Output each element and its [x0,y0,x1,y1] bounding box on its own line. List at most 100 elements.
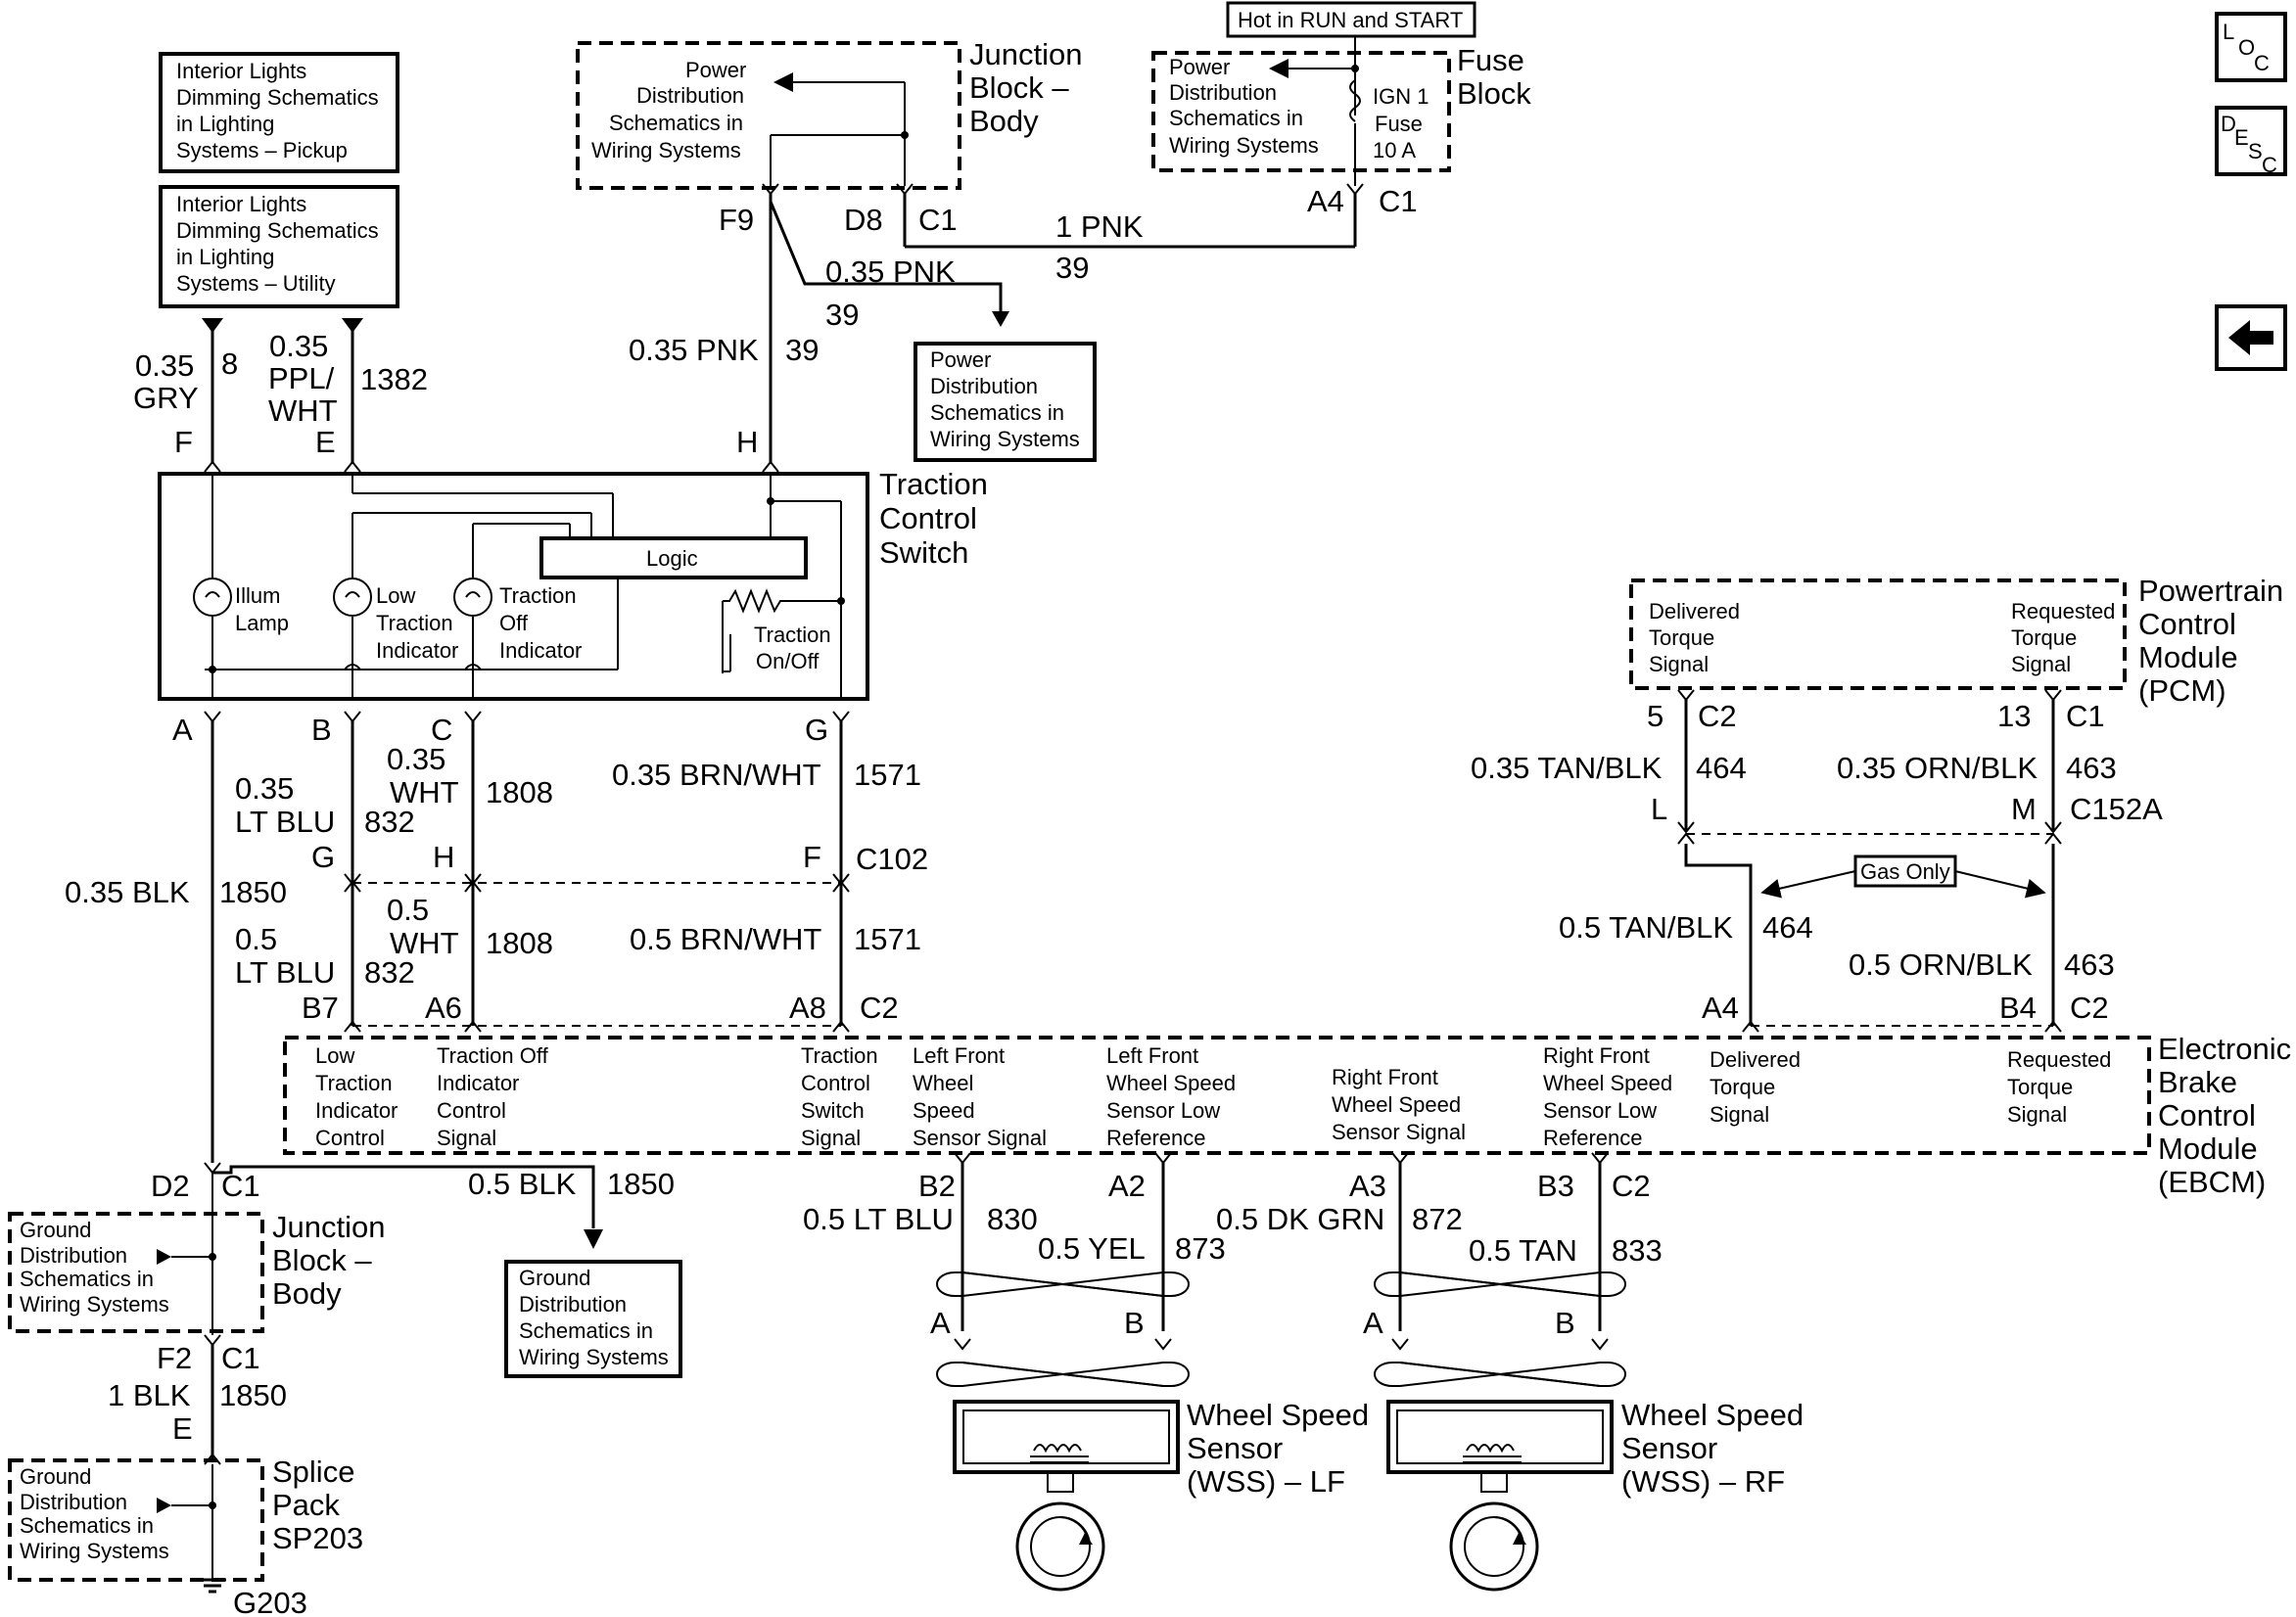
svg-text:Hot in RUN and START: Hot in RUN and START [1238,8,1463,32]
svg-text:On/Off: On/Off [756,649,820,673]
svg-text:832: 832 [364,955,415,990]
svg-text:in Lighting: in Lighting [176,245,274,269]
svg-text:Sensor: Sensor [1621,1431,1717,1465]
loc-o: O [2238,35,2255,60]
svg-text:Reference: Reference [1543,1126,1643,1150]
svg-text:Electronic: Electronic [2158,1032,2291,1066]
svg-text:Schematics in: Schematics in [930,400,1064,425]
svg-text:B3: B3 [1537,1169,1574,1203]
ref-gds-arrow-box[interactable]: Ground Distribution Schematics in Wiring… [504,1260,682,1378]
loc-c: C [2254,51,2270,75]
svg-text:Control: Control [801,1071,870,1095]
svg-text:Interior Lights: Interior Lights [176,59,306,83]
svg-text:Fuse: Fuse [1457,43,1524,77]
svg-text:Wheel Speed: Wheel Speed [1621,1398,1804,1432]
ebcm-pin-labels: Low Traction Indicator Control Traction … [315,1043,2111,1150]
svg-text:C: C [431,713,452,747]
desc-button[interactable]: D E S C [2215,106,2287,177]
svg-text:A2: A2 [1108,1169,1146,1203]
svg-text:Wheel Speed: Wheel Speed [1332,1092,1461,1117]
svg-text:Torque: Torque [1710,1075,1775,1099]
svg-text:Ground: Ground [20,1218,91,1242]
svg-text:Powertrain: Powertrain [2138,574,2283,608]
svg-text:Ground: Ground [20,1464,91,1489]
svg-text:0.5: 0.5 [235,922,277,956]
svg-text:IGN 1: IGN 1 [1373,84,1429,109]
svg-text:(WSS) – RF: (WSS) – RF [1621,1464,1785,1499]
svg-text:L: L [1651,792,1667,826]
svg-text:5: 5 [1647,699,1663,733]
svg-text:0.35 TAN/BLK: 0.35 TAN/BLK [1471,751,1663,785]
svg-text:Logic: Logic [646,546,698,571]
svg-text:C2: C2 [2070,991,2109,1025]
reluctor-wheel-rf-icon [1449,1502,1539,1592]
svg-text:H: H [433,840,454,874]
svg-text:Gas Only: Gas Only [1860,859,1950,884]
svg-text:(EBCM): (EBCM) [2158,1165,2266,1199]
svg-text:1808: 1808 [486,775,553,809]
svg-text:Torque: Torque [2007,1075,2073,1099]
svg-text:Schematics in: Schematics in [519,1318,653,1343]
svg-text:Sensor Low: Sensor Low [1543,1098,1657,1123]
svg-text:F9: F9 [719,203,754,237]
svg-text:C1: C1 [2066,699,2105,733]
svg-text:Low: Low [376,583,415,608]
svg-text:C1: C1 [918,203,958,237]
svg-text:39: 39 [785,333,819,367]
svg-text:Block –: Block – [969,70,1069,105]
loc-l: L [2223,20,2234,44]
svg-text:463: 463 [2066,751,2117,785]
svg-text:0.5 BLK: 0.5 BLK [468,1167,577,1201]
svg-text:GRY: GRY [133,381,199,415]
loc-button[interactable]: L O C [2215,12,2287,82]
svg-text:Sensor: Sensor [1187,1431,1283,1465]
svg-text:C1: C1 [1379,184,1418,218]
svg-text:1 PNK: 1 PNK [1055,209,1144,244]
svg-text:Distribution: Distribution [20,1243,127,1268]
svg-text:E: E [315,425,336,459]
svg-text:Brake: Brake [2158,1065,2237,1099]
svg-text:Sensor Signal: Sensor Signal [1332,1120,1466,1144]
svg-text:Sensor Low: Sensor Low [1106,1098,1220,1123]
svg-text:Left Front: Left Front [1106,1043,1198,1068]
svg-text:B4: B4 [1999,991,2037,1025]
svg-text:D2: D2 [151,1169,190,1203]
svg-text:C152A: C152A [2070,792,2163,826]
svg-text:Junction: Junction [272,1210,385,1244]
ref-pds-arrow-box[interactable]: Power Distribution Schematics in Wiring … [914,342,1097,462]
svg-text:0.35 PNK: 0.35 PNK [825,254,956,289]
svg-text:0.35: 0.35 [135,348,194,383]
svg-text:in Lighting: in Lighting [176,112,274,136]
svg-text:0.5 LT BLU: 0.5 LT BLU [803,1202,954,1236]
svg-text:872: 872 [1412,1202,1463,1236]
back-button[interactable] [2215,304,2287,371]
ref-pickup-box[interactable]: Interior Lights Dimming Schematics in Li… [159,52,399,173]
svg-text:A8: A8 [789,991,826,1025]
ground-icon [199,1578,226,1594]
svg-text:1850: 1850 [219,1378,287,1412]
svg-text:G: G [311,840,335,874]
svg-text:B: B [311,713,332,747]
svg-text:1 BLK: 1 BLK [108,1378,191,1412]
svg-text:Traction: Traction [499,583,577,608]
svg-text:WHT: WHT [390,775,459,809]
svg-text:Traction: Traction [801,1043,878,1068]
svg-text:LT BLU: LT BLU [235,805,335,839]
svg-text:A: A [1363,1306,1383,1340]
svg-text:Delivered: Delivered [1710,1047,1801,1072]
svg-text:Switch: Switch [801,1098,865,1123]
ref-utility-box[interactable]: Interior Lights Dimming Schematics in Li… [159,185,399,308]
svg-text:Control: Control [2158,1098,2256,1132]
svg-text:Indicator: Indicator [376,638,458,663]
svg-text:A6: A6 [425,991,462,1025]
svg-text:E: E [2234,125,2249,150]
svg-text:Interior Lights: Interior Lights [176,192,306,216]
svg-text:Control: Control [437,1098,506,1123]
svg-text:832: 832 [364,805,415,839]
svg-text:1850: 1850 [607,1167,675,1201]
svg-text:LT BLU: LT BLU [235,955,335,990]
svg-text:D8: D8 [844,203,883,237]
svg-text:0.35 ORN/BLK: 0.35 ORN/BLK [1837,751,2038,785]
svg-text:1571: 1571 [854,922,921,956]
